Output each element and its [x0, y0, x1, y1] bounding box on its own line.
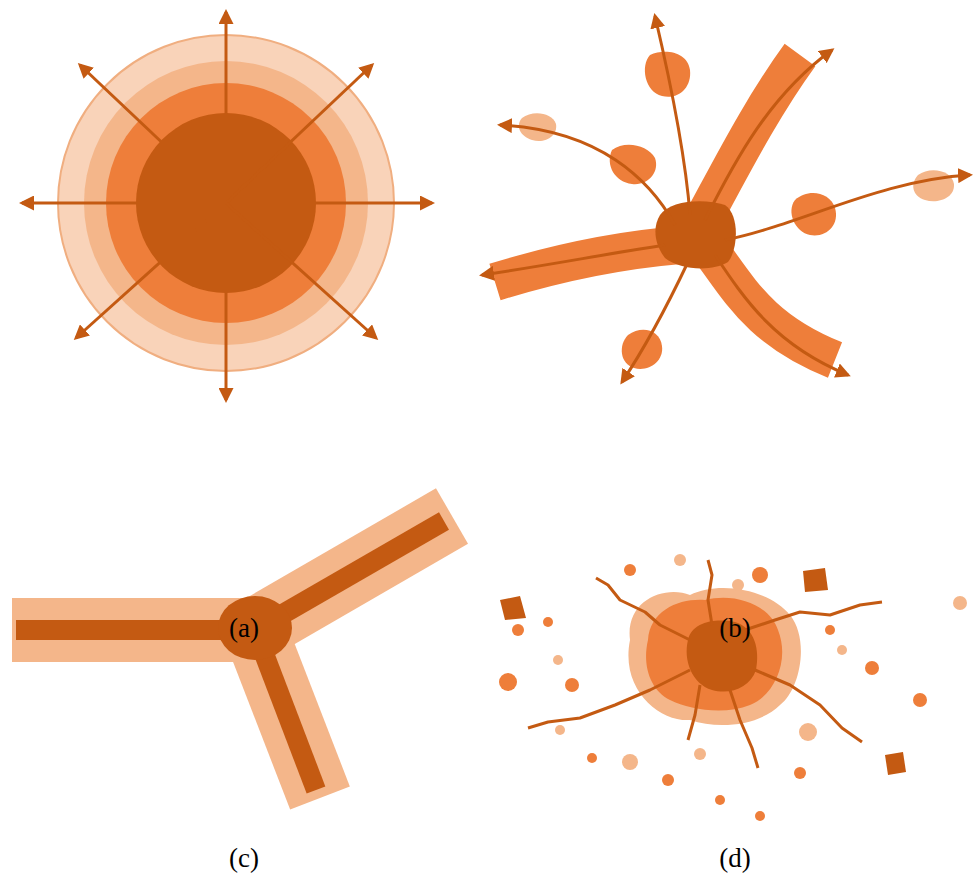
panel-label: (d)	[719, 843, 750, 874]
track-growth	[12, 516, 452, 798]
scattered-invasion	[499, 554, 967, 821]
concentric-growth	[22, 12, 432, 400]
panel-label: (a)	[229, 613, 259, 644]
panel-label: (c)	[229, 843, 259, 874]
panel-label: (b)	[719, 613, 750, 644]
strand-invasion	[482, 16, 970, 382]
